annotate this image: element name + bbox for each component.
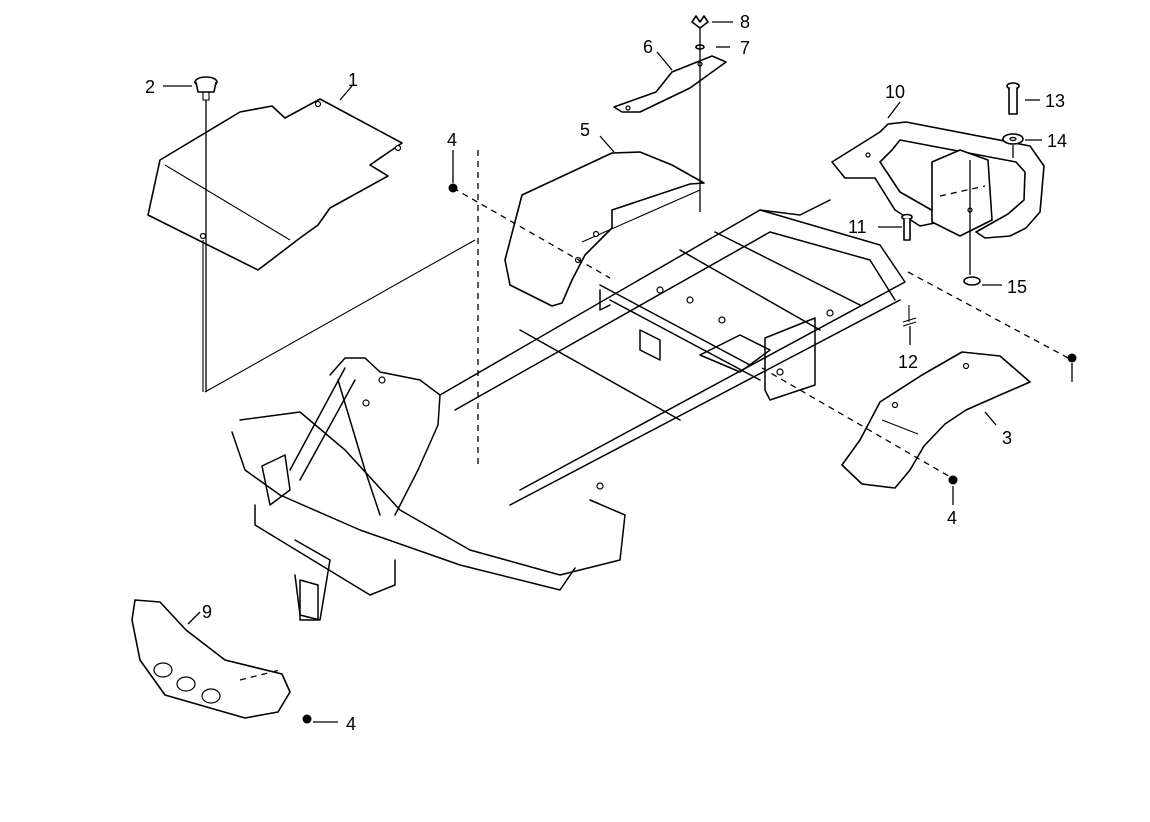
part-4-fastener-upper [448,150,458,193]
part-11-pin [901,213,913,241]
callout-10: 10 [885,82,905,102]
part-2-knob [194,76,218,392]
callout-labels: 1 2 3 4 4 4 5 6 7 8 9 10 11 12 13 14 15 [145,12,1067,734]
part-15-hitch-pin [963,160,981,286]
part-1-cover-plate [147,98,403,271]
part-12-clip [902,305,917,327]
callout-leaders [163,21,1042,625]
callout-6: 6 [643,37,653,57]
part-4-fastener-lower [302,714,338,724]
part-14-washer [1002,133,1024,158]
part-8-wing-nut [691,15,709,29]
callout-7: 7 [740,38,750,58]
part-5-left-fender [504,151,705,307]
callout-12: 12 [898,352,918,372]
part-4-fastener-right [948,353,1077,505]
callout-2: 2 [145,77,155,97]
part-10-rear-bumper [831,121,1045,239]
callout-15: 15 [1007,277,1027,297]
callout-5: 5 [580,120,590,140]
callout-1: 1 [348,70,358,90]
part-7-washer [695,28,705,212]
callout-11: 11 [848,217,867,237]
part-9-front-guard [131,599,291,719]
part-3-right-fender [841,351,1031,489]
callout-14: 14 [1047,131,1067,151]
callout-13: 13 [1045,91,1065,111]
callout-4-lower: 4 [346,714,356,734]
callout-8: 8 [740,12,750,32]
callout-9: 9 [202,602,212,622]
callout-3: 3 [1002,428,1012,448]
main-chassis-frame [202,150,1073,621]
callout-4-right: 4 [947,508,957,528]
part-6-bracket [613,55,727,113]
callout-4-upper: 4 [447,130,457,150]
part-13-bolt [1006,82,1020,115]
